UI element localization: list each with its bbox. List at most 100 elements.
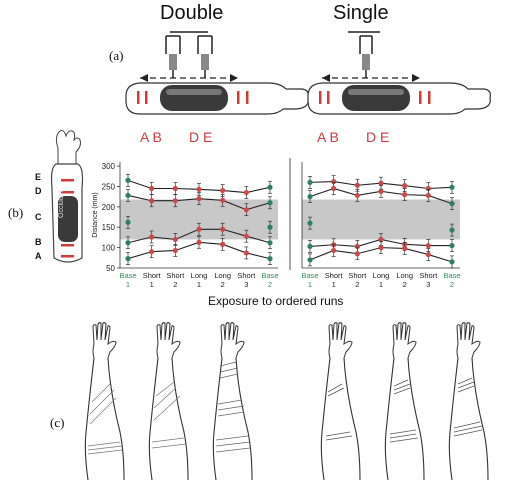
data-point [149,249,155,255]
single-sketch-1 [320,322,361,481]
x-tick-label: Short [325,271,344,280]
data-point [220,241,226,247]
double-arm-drawing [125,31,309,115]
y-axis-label: Distance (mm) [92,192,99,238]
panel-b-arm-diagram [50,130,84,263]
x-tick-label-number: 2 [173,280,177,289]
x-tick-label: Short [143,271,162,280]
data-point [172,198,178,204]
data-point [378,180,384,186]
title-single: Single [333,2,389,24]
panel-c-sketches [84,322,489,481]
y-tick-label: 300 [102,162,116,171]
data-point [449,259,455,265]
data-point [267,200,273,206]
data-point [378,188,384,194]
double-sketch-3 [212,322,253,481]
x-tick-label: Long [191,271,208,280]
panel-label-b: (b) [8,205,24,220]
data-point [307,257,313,263]
x-tick-label-number: 2 [450,280,454,289]
panel-a-illustration [125,31,491,115]
data-point [354,192,360,199]
y-tick-label: 150 [102,223,116,232]
x-tick-label: Base [301,271,318,280]
x-tick-label-number: 2 [355,280,359,289]
data-point [243,207,249,213]
data-point [307,179,313,185]
data-point [425,185,431,192]
x-tick-label: Short [166,271,185,280]
data-point [149,234,155,240]
y-tick-label: 100 [102,244,116,253]
data-point [220,226,226,232]
x-tick-label-number: 1 [150,280,154,289]
data-point [331,185,337,192]
single-sketch-3 [448,322,489,481]
data-point [172,247,178,254]
data-point [243,250,249,256]
data-point [307,243,313,249]
y-tick-label: 50 [106,264,115,273]
x-tick-label-number: 3 [426,280,430,289]
data-point [196,186,202,192]
data-point [267,184,273,190]
data-point [149,198,155,204]
double-sketch-1 [84,322,125,481]
data-point [172,185,178,192]
data-point [331,178,337,185]
data-point [354,182,360,188]
data-point [425,192,431,199]
x-tick-label-number: 1 [379,280,383,289]
x-tick-label: Base [261,271,278,280]
x-tick-label-number: 3 [244,280,248,289]
single-sketch-2 [384,322,425,481]
x-tick-label-number: 1 [308,280,312,289]
data-point [307,220,313,226]
data-point [125,256,131,262]
arm-letter-d: D [35,186,42,196]
data-point [378,236,384,243]
x-tick-label: Short [348,271,367,280]
chart2-grey-band [302,199,460,240]
title-double: Double [160,2,224,24]
data-point [449,227,455,233]
data-point [149,185,155,192]
x-axis-title: Exposure to ordered runs [208,294,344,308]
x-tick-label-number: 2 [268,280,272,289]
y-tick-label: 200 [102,203,116,212]
data-point [267,224,273,230]
arm-letter-b: B [35,237,42,247]
data-point [402,245,408,252]
occluder-label: Occluder [58,189,65,218]
double-marker-letters: A B D E [140,129,213,145]
data-point [125,192,131,199]
data-point [331,247,337,254]
data-point [267,256,273,262]
data-point [220,187,226,194]
data-point [307,194,313,200]
single-arm-drawing [307,31,491,115]
data-point [449,184,455,190]
x-tick-label: Long [214,271,231,280]
data-point [243,189,249,196]
x-tick-label: Short [237,271,256,280]
x-tick-label: Long [373,271,390,280]
x-tick-label: Base [443,271,460,280]
x-tick-label-number: 2 [403,280,407,289]
data-point [378,245,384,251]
data-point [425,242,431,249]
data-point [402,192,408,198]
panel-label-c: (c) [50,415,65,430]
arm-letter-e: E [35,172,42,182]
data-point [125,240,131,246]
arm-letter-c: C [35,212,42,222]
x-tick-label-number: 2 [221,280,225,289]
data-point [267,240,273,246]
single-marker-letters: A B D E [317,129,390,145]
panel-label-a: (a) [109,48,124,63]
data-point [243,233,249,239]
data-point [220,197,226,203]
x-tick-label: Long [396,271,413,280]
